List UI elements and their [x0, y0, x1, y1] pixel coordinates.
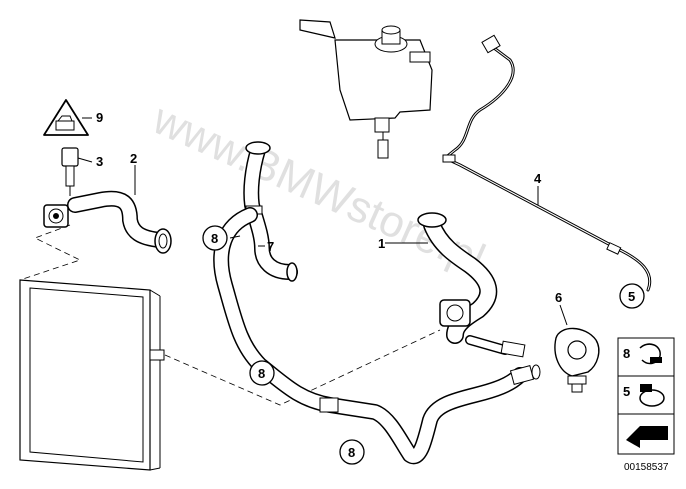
svg-text:5: 5 — [628, 289, 635, 304]
svg-text:8: 8 — [211, 231, 218, 246]
callout-6: 6 — [555, 290, 562, 305]
hose-1 — [417, 212, 526, 358]
callout-2: 2 — [130, 151, 137, 166]
callout-4: 4 — [534, 171, 542, 186]
hose-2 — [43, 190, 172, 254]
dashed-leaders — [19, 224, 441, 406]
arrow-icon — [626, 426, 668, 448]
clamp-5-icon — [639, 384, 665, 407]
hose-8-long — [213, 207, 541, 465]
callout-3: 3 — [96, 154, 103, 169]
vent-line-4 — [442, 34, 652, 292]
legend-item-5: 5 — [623, 384, 630, 399]
clamp-8-icon — [639, 343, 662, 365]
circled-callout-8a: 8 — [202, 225, 228, 251]
clamp-legend: 8 5 — [617, 337, 675, 455]
callout-9: 9 — [96, 110, 103, 125]
callout-1: 1 — [378, 236, 385, 251]
warning-label-9 — [43, 99, 89, 136]
callout-7: 7 — [267, 239, 274, 254]
svg-text:8: 8 — [258, 366, 265, 381]
bracket-6 — [554, 327, 600, 393]
watermark: www.BMWstore.pl — [145, 94, 492, 284]
circled-callout-8b: 8 — [249, 360, 275, 386]
circled-callout-8c: 8 — [339, 439, 365, 465]
svg-text:8: 8 — [348, 445, 355, 460]
hose-7 — [243, 141, 298, 282]
radiator — [19, 279, 165, 471]
diagram-code: 00158537 — [624, 462, 669, 473]
circled-callout-5: 5 — [619, 283, 645, 309]
expansion-tank — [299, 19, 433, 159]
callout-leaders — [77, 117, 568, 326]
legend-item-8: 8 — [623, 346, 630, 361]
sensor-3 — [61, 147, 79, 196]
